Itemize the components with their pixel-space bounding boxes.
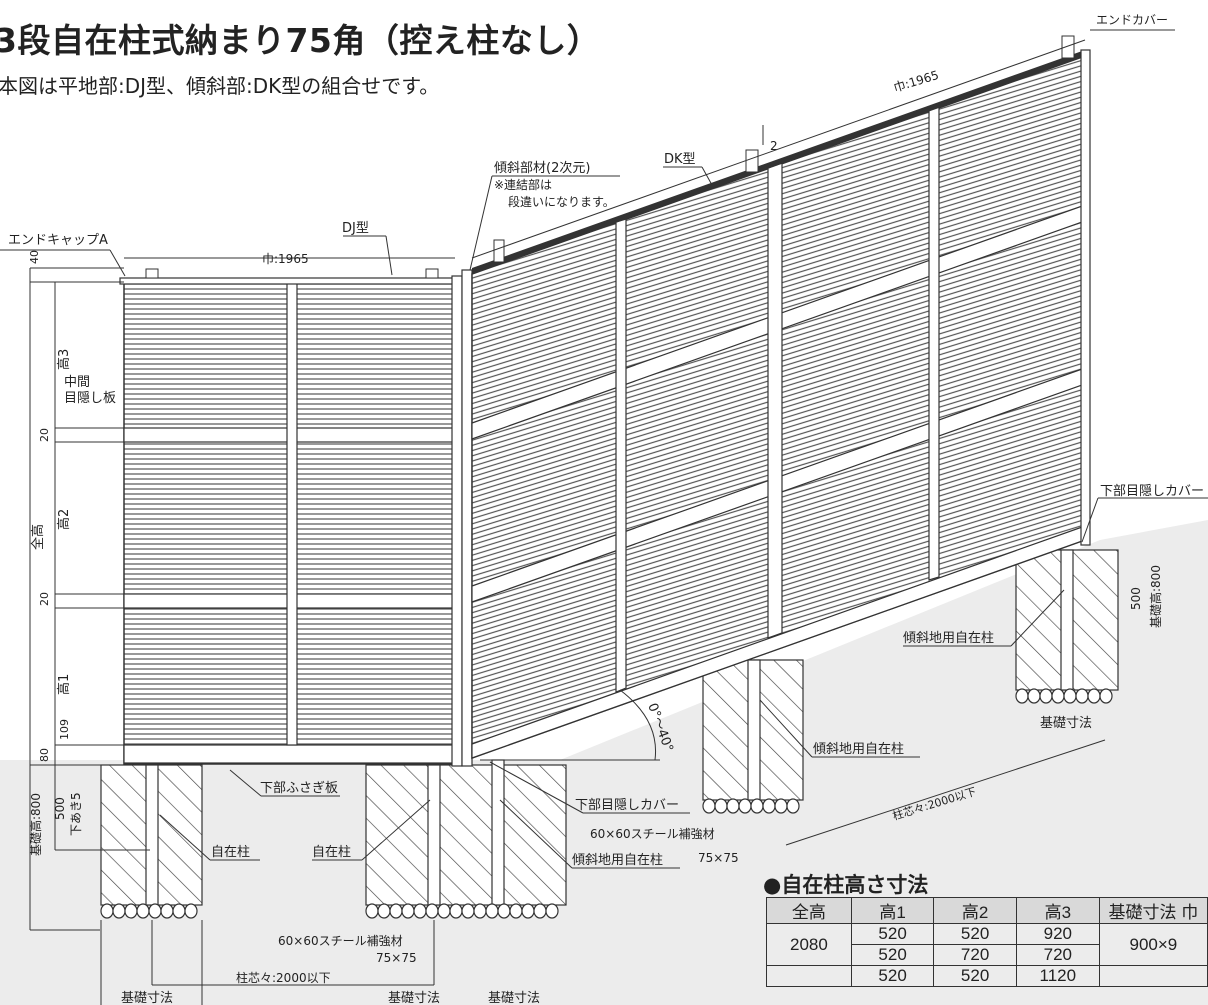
- foundation-slope-2: [1015, 549, 1119, 691]
- cell-total: [766, 965, 852, 987]
- label-bottom-close-plate: 下部ふさぎ板: [260, 781, 338, 796]
- label-foundation-size-3: 基礎寸法: [488, 991, 540, 1005]
- label-free-post-1: 自在柱: [211, 845, 250, 860]
- label-dim-20-b: 20: [38, 592, 51, 606]
- header-total: 全高: [766, 897, 852, 924]
- cell-h3: 1120: [1015, 965, 1100, 987]
- label-foundation-size-4: 基礎寸法: [1040, 716, 1092, 731]
- label-slope-free-post-2: 傾斜地用自在柱: [813, 742, 904, 757]
- header-h3: 高3: [1015, 897, 1100, 924]
- cell-h1: 520: [850, 923, 935, 945]
- page-subtitle: 本図は平地部:DJ型、傾斜部:DK型の組合せです。: [0, 74, 440, 98]
- label-foundation-size-2: 基礎寸法: [388, 991, 440, 1005]
- cell-foundation: 900×9: [1098, 923, 1208, 966]
- cell-foundation: [1098, 965, 1208, 987]
- label-width-1: 巾:1965: [262, 252, 309, 266]
- header-h1: 高1: [850, 897, 935, 924]
- table-row: 2080 520 520 920 900×9: [766, 923, 1208, 966]
- post-height-table: 全高 高1 高2 高3 基礎寸法 巾 2080 520 520 920 900×…: [766, 897, 1208, 987]
- header-foundation: 基礎寸法 巾: [1098, 897, 1208, 924]
- label-slope-member: 傾斜部材(2次元): [494, 160, 590, 176]
- cell-h3: 920: [1015, 923, 1100, 945]
- label-dim-109: 109: [58, 719, 71, 740]
- header-h2: 高2: [933, 897, 1017, 924]
- label-end-cap-a: エンドキャップA: [8, 233, 108, 248]
- label-free-post-2: 自在柱: [312, 845, 351, 860]
- label-dim-40: 40: [28, 250, 41, 264]
- table-row: 520 520 1120: [766, 965, 1208, 987]
- dj-panel: [119, 268, 473, 767]
- label-bottom-blind-cover-right: 下部目隠しカバー: [1100, 484, 1204, 499]
- label-dim-20-a: 20: [38, 428, 51, 442]
- table-title: ●自在柱高さ寸法: [763, 873, 929, 897]
- label-bottom-blind-cover-mid: 下部目隠しカバー: [575, 798, 679, 813]
- label-slope-free-post-3: 傾斜地用自在柱: [903, 631, 994, 646]
- cell-h2: 720: [933, 944, 1017, 966]
- label-dim-2: 2: [770, 139, 778, 153]
- label-post-size-1: 75×75: [698, 851, 739, 865]
- label-dim-500-1: 500: [53, 797, 67, 820]
- label-width-2: 巾:1965: [892, 68, 941, 95]
- label-clearance: 下あき5: [69, 792, 83, 836]
- label-foundation-h-1: 基礎高:800: [28, 793, 43, 856]
- label-slope-note-1: ※連結部は: [494, 177, 552, 192]
- label-h2: 高2: [56, 509, 72, 530]
- cell-total: 2080: [766, 923, 852, 966]
- label-dj-type: DJ型: [342, 221, 369, 236]
- label-middle-blind-1: 中間: [64, 375, 90, 390]
- leader-lines: [0, 29, 1208, 869]
- angle-arc: [619, 689, 657, 761]
- label-slope-free-post-1: 傾斜地用自在柱: [572, 853, 663, 868]
- label-foundation-size-1: 基礎寸法: [121, 991, 173, 1005]
- label-foundation-h-2: 基礎高:800: [1148, 565, 1163, 628]
- left-dimensions: [29, 267, 150, 931]
- foundation-center: [365, 759, 567, 906]
- cell-h1: 520: [850, 944, 935, 966]
- label-dk-type: DK型: [664, 152, 696, 167]
- label-end-cover: エンドカバー: [1096, 13, 1168, 27]
- cell-h2: 520: [933, 923, 1017, 945]
- table-header-row: 全高 高1 高2 高3 基礎寸法 巾: [766, 897, 1208, 924]
- label-dim-80: 80: [38, 748, 51, 762]
- label-slope-note-2: 段違いになります。: [508, 194, 615, 209]
- label-dim-500-2: 500: [1129, 587, 1143, 610]
- foundation-left: [100, 764, 203, 906]
- dk-panel: [471, 35, 1091, 760]
- cell-h1: 520: [850, 965, 935, 987]
- label-h1: 高1: [56, 674, 72, 695]
- table-row: 520 720 720: [767, 944, 1208, 966]
- label-middle-blind-2: 目隠し板: [64, 391, 116, 406]
- page-title: 3段自在柱式納まり75角（控え柱なし）: [0, 21, 601, 60]
- width-dimensions: [100, 39, 1106, 1005]
- label-steel-reinforce-1: 60×60スチール補強材: [590, 827, 715, 841]
- label-h3: 高3: [56, 349, 72, 370]
- cell-h2: 520: [933, 965, 1017, 987]
- label-total-h: 全高: [30, 524, 46, 550]
- cell-h3: 720: [1015, 944, 1100, 966]
- label-pitch-1: 柱芯々:2000以下: [236, 970, 331, 985]
- label-steel-reinforce-2: 60×60スチール補強材: [278, 934, 403, 948]
- gravel: [100, 688, 1113, 919]
- label-post-size-2: 75×75: [376, 951, 417, 965]
- ground-shading: [0, 520, 1208, 1005]
